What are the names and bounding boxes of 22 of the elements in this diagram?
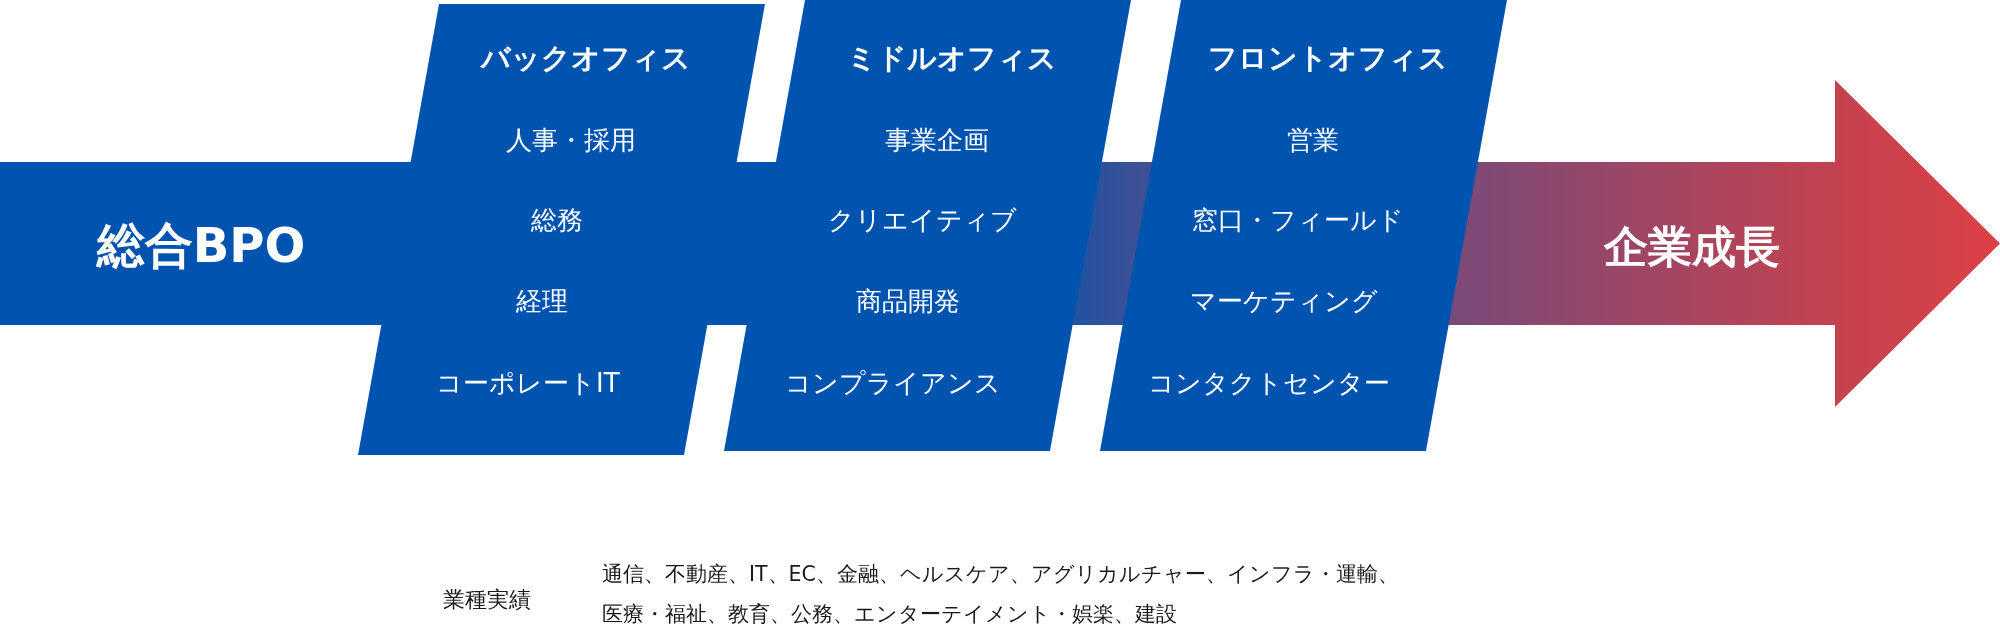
service-item: コンプライアンス [785,368,1002,400]
service-item: 事業企画 [884,125,989,157]
panel-heading: バックオフィス [481,40,692,76]
panel-heading: ミドルオフィス [846,40,1057,76]
office-panel [724,0,1131,451]
panel-heading: フロントオフィス [1207,40,1448,76]
service-item: コーポレートIT [435,368,620,400]
service-item: 窓口・フィールド [1192,205,1405,237]
office-panel [1100,0,1507,451]
service-item: マーケティング [1189,286,1378,318]
service-item: クリエイティブ [827,205,1017,237]
service-item: 商品開発 [855,286,960,318]
service-item: コンタクトセンター [1148,368,1391,400]
arrow-label: 企業成長 [1604,220,1780,274]
office-panel [358,4,765,455]
service-item: 人事・採用 [506,125,637,157]
industry-heading: 業種実績 [443,586,531,614]
arrow-label: 総合BPO [96,217,306,275]
service-item: 経理 [516,286,569,318]
industry-list: 通信、不動産、IT、EC、金融、ヘルスケア、アグリカルチャー、インフラ・運輸、医療・福祉、教育、公務、エンターテイメント・娯楽、建設 [602,554,1406,634]
service-item: 総務 [531,205,583,237]
service-item: 営業 [1286,125,1339,157]
